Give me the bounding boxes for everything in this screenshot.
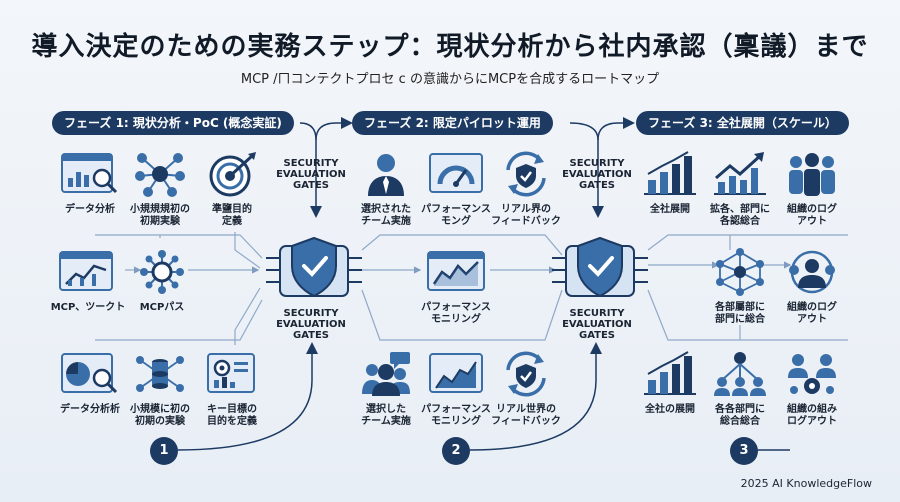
node-label: データ分析	[65, 204, 115, 215]
node-small-experiment: 小規規規初の 初期実験	[120, 150, 200, 228]
users-circle-icon	[789, 250, 835, 294]
node-label: 拡各、部門に 各認総合	[710, 204, 770, 227]
bar-growth-icon	[644, 351, 696, 395]
node-label: 組織の組み ログアウト	[787, 404, 837, 427]
people-group-icon	[789, 153, 835, 196]
node-label: パフォーマンス モニリング	[421, 302, 491, 325]
gate-2-label-bottom: SECURITY EVALUATION GATES	[562, 308, 632, 341]
security-gate-2-shield-icon	[552, 236, 648, 298]
step-number-3: 3	[730, 437, 758, 465]
node-label: 各各部門に 総合総合	[715, 404, 765, 427]
node-perf-monitoring-3: パフォーマンス モニリング	[416, 350, 496, 428]
node-org-rollout-2: 組織のログ アウト	[772, 248, 852, 326]
node-selected-team: 選択された チーム実施	[346, 150, 426, 228]
dashboard-magnifier-icon	[61, 153, 118, 194]
node-label: データ分析析	[60, 404, 120, 415]
node-company-rollout-2: 全社の展開	[630, 350, 710, 416]
node-label: 小規規規初の 初期実験	[130, 204, 190, 227]
node-company-rollout: 全社展開	[630, 150, 710, 216]
trend-screen-icon	[427, 251, 485, 291]
node-label: パフォーマンス モニリング	[421, 404, 491, 427]
node-data-analysis: データ分析	[50, 150, 130, 216]
node-label: MCP、ツークト	[50, 302, 126, 313]
node-dept-integration-2: 各各部門に 総合総合	[700, 350, 780, 428]
phase-3-pill: フェーズ 3: 全社展開（スケール）	[636, 111, 849, 135]
node-label: 小規模に初の 初期の実験	[130, 404, 190, 427]
node-perf-monitoring-2: パフォーマンス モニリング	[416, 248, 496, 326]
gate-1-label-top: SECURITY EVALUATION GATES	[276, 158, 346, 191]
node-dept-integration: 各部屬部に 部門に総合	[700, 248, 780, 326]
team-chat-icon	[362, 352, 410, 396]
line-chart-screen-icon	[59, 251, 113, 291]
node-label: 組織のログ アウト	[787, 302, 837, 325]
node-perf-monitoring: パフォーマンス モング	[416, 150, 496, 228]
network-cluster-icon	[140, 250, 184, 294]
node-mcp-path: MCPパス	[122, 248, 202, 314]
node-label: 選択した チーム実施	[361, 404, 411, 427]
node-label: MCPパス	[139, 302, 185, 313]
network-hub-icon	[135, 153, 185, 197]
security-gate-1-shield-icon	[266, 236, 362, 298]
node-label: パフォーマンス モング	[421, 204, 491, 227]
phase-1-pill: フェーズ 1: 現状分析・PoC (概念実証)	[52, 111, 294, 135]
database-network-icon	[136, 356, 184, 392]
pie-magnifier-icon	[61, 353, 118, 394]
mesh-network-icon	[716, 248, 764, 296]
node-label: リアル世界の フィードバック	[491, 404, 561, 427]
cycle-shield-icon	[506, 351, 546, 397]
step-number-2: 2	[442, 437, 470, 465]
node-label: リアル界の フィードバック	[491, 204, 561, 227]
node-label: 全社展開	[650, 204, 690, 215]
copyright-text: 2025 AI KnowledgeFlow	[740, 477, 872, 490]
node-key-goal: キー目標の 目的を定義	[192, 350, 272, 428]
node-label: 各部屬部に 部門に総合	[715, 302, 765, 325]
node-label: 準鹽目的 定義	[212, 204, 252, 227]
node-label: 選択された チーム実施	[361, 204, 411, 227]
node-real-feedback: リアル界の フィードバック	[486, 150, 566, 228]
node-label: キー目標の 目的を定義	[207, 404, 257, 427]
node-selected-team-2: 選択した チーム実施	[346, 350, 426, 428]
page-title: 導入決定のための実務ステップ：現状分析から社内承認（稟議）まで	[31, 32, 869, 62]
gauge-icon	[429, 153, 483, 193]
node-small-experiment-2: 小規模に初の 初期の実験	[120, 350, 200, 428]
goal-chart-icon	[207, 353, 255, 393]
phase-2-pill: フェーズ 2: 限定パイロット運用	[352, 111, 553, 135]
bar-growth-icon	[644, 151, 696, 195]
node-goal-definition: 準鹽目的 定義	[192, 150, 272, 228]
org-tree-icon	[714, 352, 766, 396]
growth-arrow-chart-icon	[714, 152, 766, 195]
target-icon	[209, 152, 256, 197]
node-dept-expand: 拡各、部門に 各認総合	[700, 150, 780, 228]
gate-1-label-bottom: SECURITY EVALUATION GATES	[276, 308, 346, 341]
node-org-structure: 組織の組み ログアウト	[772, 350, 852, 428]
node-org-rollout: 組織のログ アウト	[772, 150, 852, 228]
node-label: 全社の展開	[645, 404, 695, 415]
node-data-analysis-2: データ分析析	[50, 350, 130, 416]
page-subtitle: MCP /ㄇコンテクトプロセ c の意識からにMCPを合成するロートマップ	[240, 72, 660, 87]
team-gear-icon	[788, 354, 836, 394]
node-mcp-toolkit: MCP、ツークト	[48, 248, 128, 314]
step-number-1: 1	[150, 437, 178, 465]
node-label: 組織のログ アウト	[787, 204, 837, 227]
node-real-feedback-2: リアル世界の フィードバック	[486, 350, 566, 428]
business-person-icon	[368, 154, 404, 196]
area-chart-screen-icon	[429, 353, 483, 393]
gate-2-label-top: SECURITY EVALUATION GATES	[562, 158, 632, 191]
cycle-shield-icon	[506, 151, 546, 197]
